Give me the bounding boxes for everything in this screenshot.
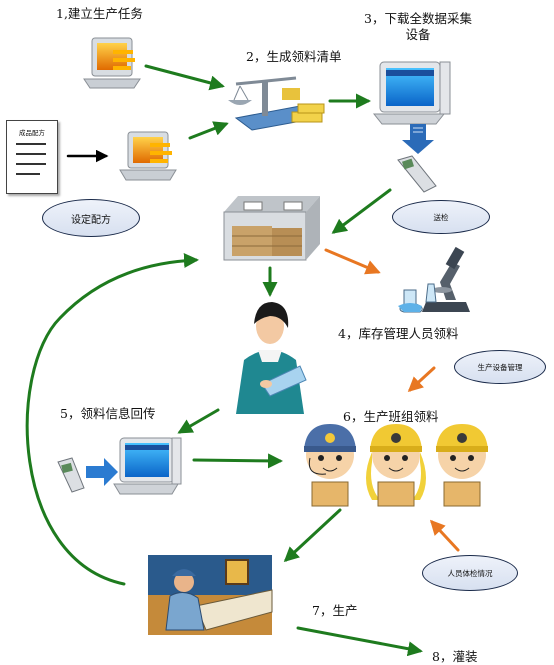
production-team-icon bbox=[304, 424, 488, 507]
document-line bbox=[16, 163, 46, 165]
arrow-equipment-to-team bbox=[407, 366, 436, 393]
step-2-label: 2，生成领料清单 bbox=[246, 49, 342, 64]
staff-health-note-text: 人员体检情况 bbox=[447, 568, 493, 578]
step-3-label-line2: 设备 bbox=[405, 27, 431, 42]
arrow-production-to-filling bbox=[296, 626, 423, 657]
step-4-label: 4，库存管理人员领料 bbox=[338, 326, 459, 341]
arrow-computer2-to-list bbox=[188, 121, 229, 140]
step-3-label: 3，下载全数据采集 设备 bbox=[356, 11, 480, 43]
arrow-feedback-to-team bbox=[192, 453, 283, 469]
step-3-label-line1: 3，下载全数据采集 bbox=[364, 11, 472, 26]
equipment-management-note-text: 生产设备管理 bbox=[477, 362, 523, 372]
computer-icon bbox=[113, 437, 182, 495]
download-arrow-icon bbox=[402, 124, 434, 154]
recipe-setting-note-text: 设定配方 bbox=[71, 214, 111, 226]
arrow-health-to-team bbox=[429, 519, 460, 552]
arrow-production-loop-back bbox=[25, 253, 199, 586]
arrow-scanner-to-warehouse bbox=[331, 188, 392, 234]
computer-icon bbox=[372, 61, 451, 125]
step-6-label: 6，生产班组领料 bbox=[343, 409, 439, 424]
transfer-arrow-icon bbox=[86, 458, 118, 486]
arrow-task-to-list bbox=[144, 64, 225, 91]
handheld-scanner-icon bbox=[397, 155, 437, 193]
document-line bbox=[16, 173, 40, 175]
inspection-note: 送检 bbox=[392, 200, 490, 234]
warehouse-icon bbox=[223, 196, 320, 261]
document-title: 成品配方 bbox=[19, 129, 45, 137]
arrow-team-to-production bbox=[283, 508, 342, 563]
handheld-scanner-icon bbox=[57, 457, 85, 493]
recipe-document: 成品配方 bbox=[6, 120, 58, 194]
document-line bbox=[16, 143, 46, 145]
microscope-icon bbox=[398, 246, 470, 313]
step-8-label: 8，灌装 bbox=[432, 649, 478, 664]
arrow-storekeeper-to-feedback bbox=[177, 408, 220, 434]
inspection-note-text: 送检 bbox=[433, 212, 449, 222]
arrow-warehouse-to-inspection bbox=[324, 248, 381, 275]
staff-health-note: 人员体检情况 bbox=[422, 555, 518, 591]
computer-icon bbox=[119, 131, 177, 181]
recipe-setting-note: 设定配方 bbox=[42, 199, 140, 237]
step-5-label: 5，领料信息回传 bbox=[60, 406, 156, 421]
computer-icon bbox=[83, 37, 141, 89]
equipment-management-note: 生产设备管理 bbox=[454, 350, 546, 384]
step-1-label: 1,建立生产任务 bbox=[56, 6, 143, 21]
document-line bbox=[16, 153, 46, 155]
flow-arrows bbox=[25, 64, 460, 657]
step-7-label: 7，生产 bbox=[312, 603, 358, 618]
storekeeper-person-icon bbox=[236, 302, 307, 414]
scale-icon bbox=[228, 76, 325, 131]
production-worker-image bbox=[148, 555, 273, 635]
